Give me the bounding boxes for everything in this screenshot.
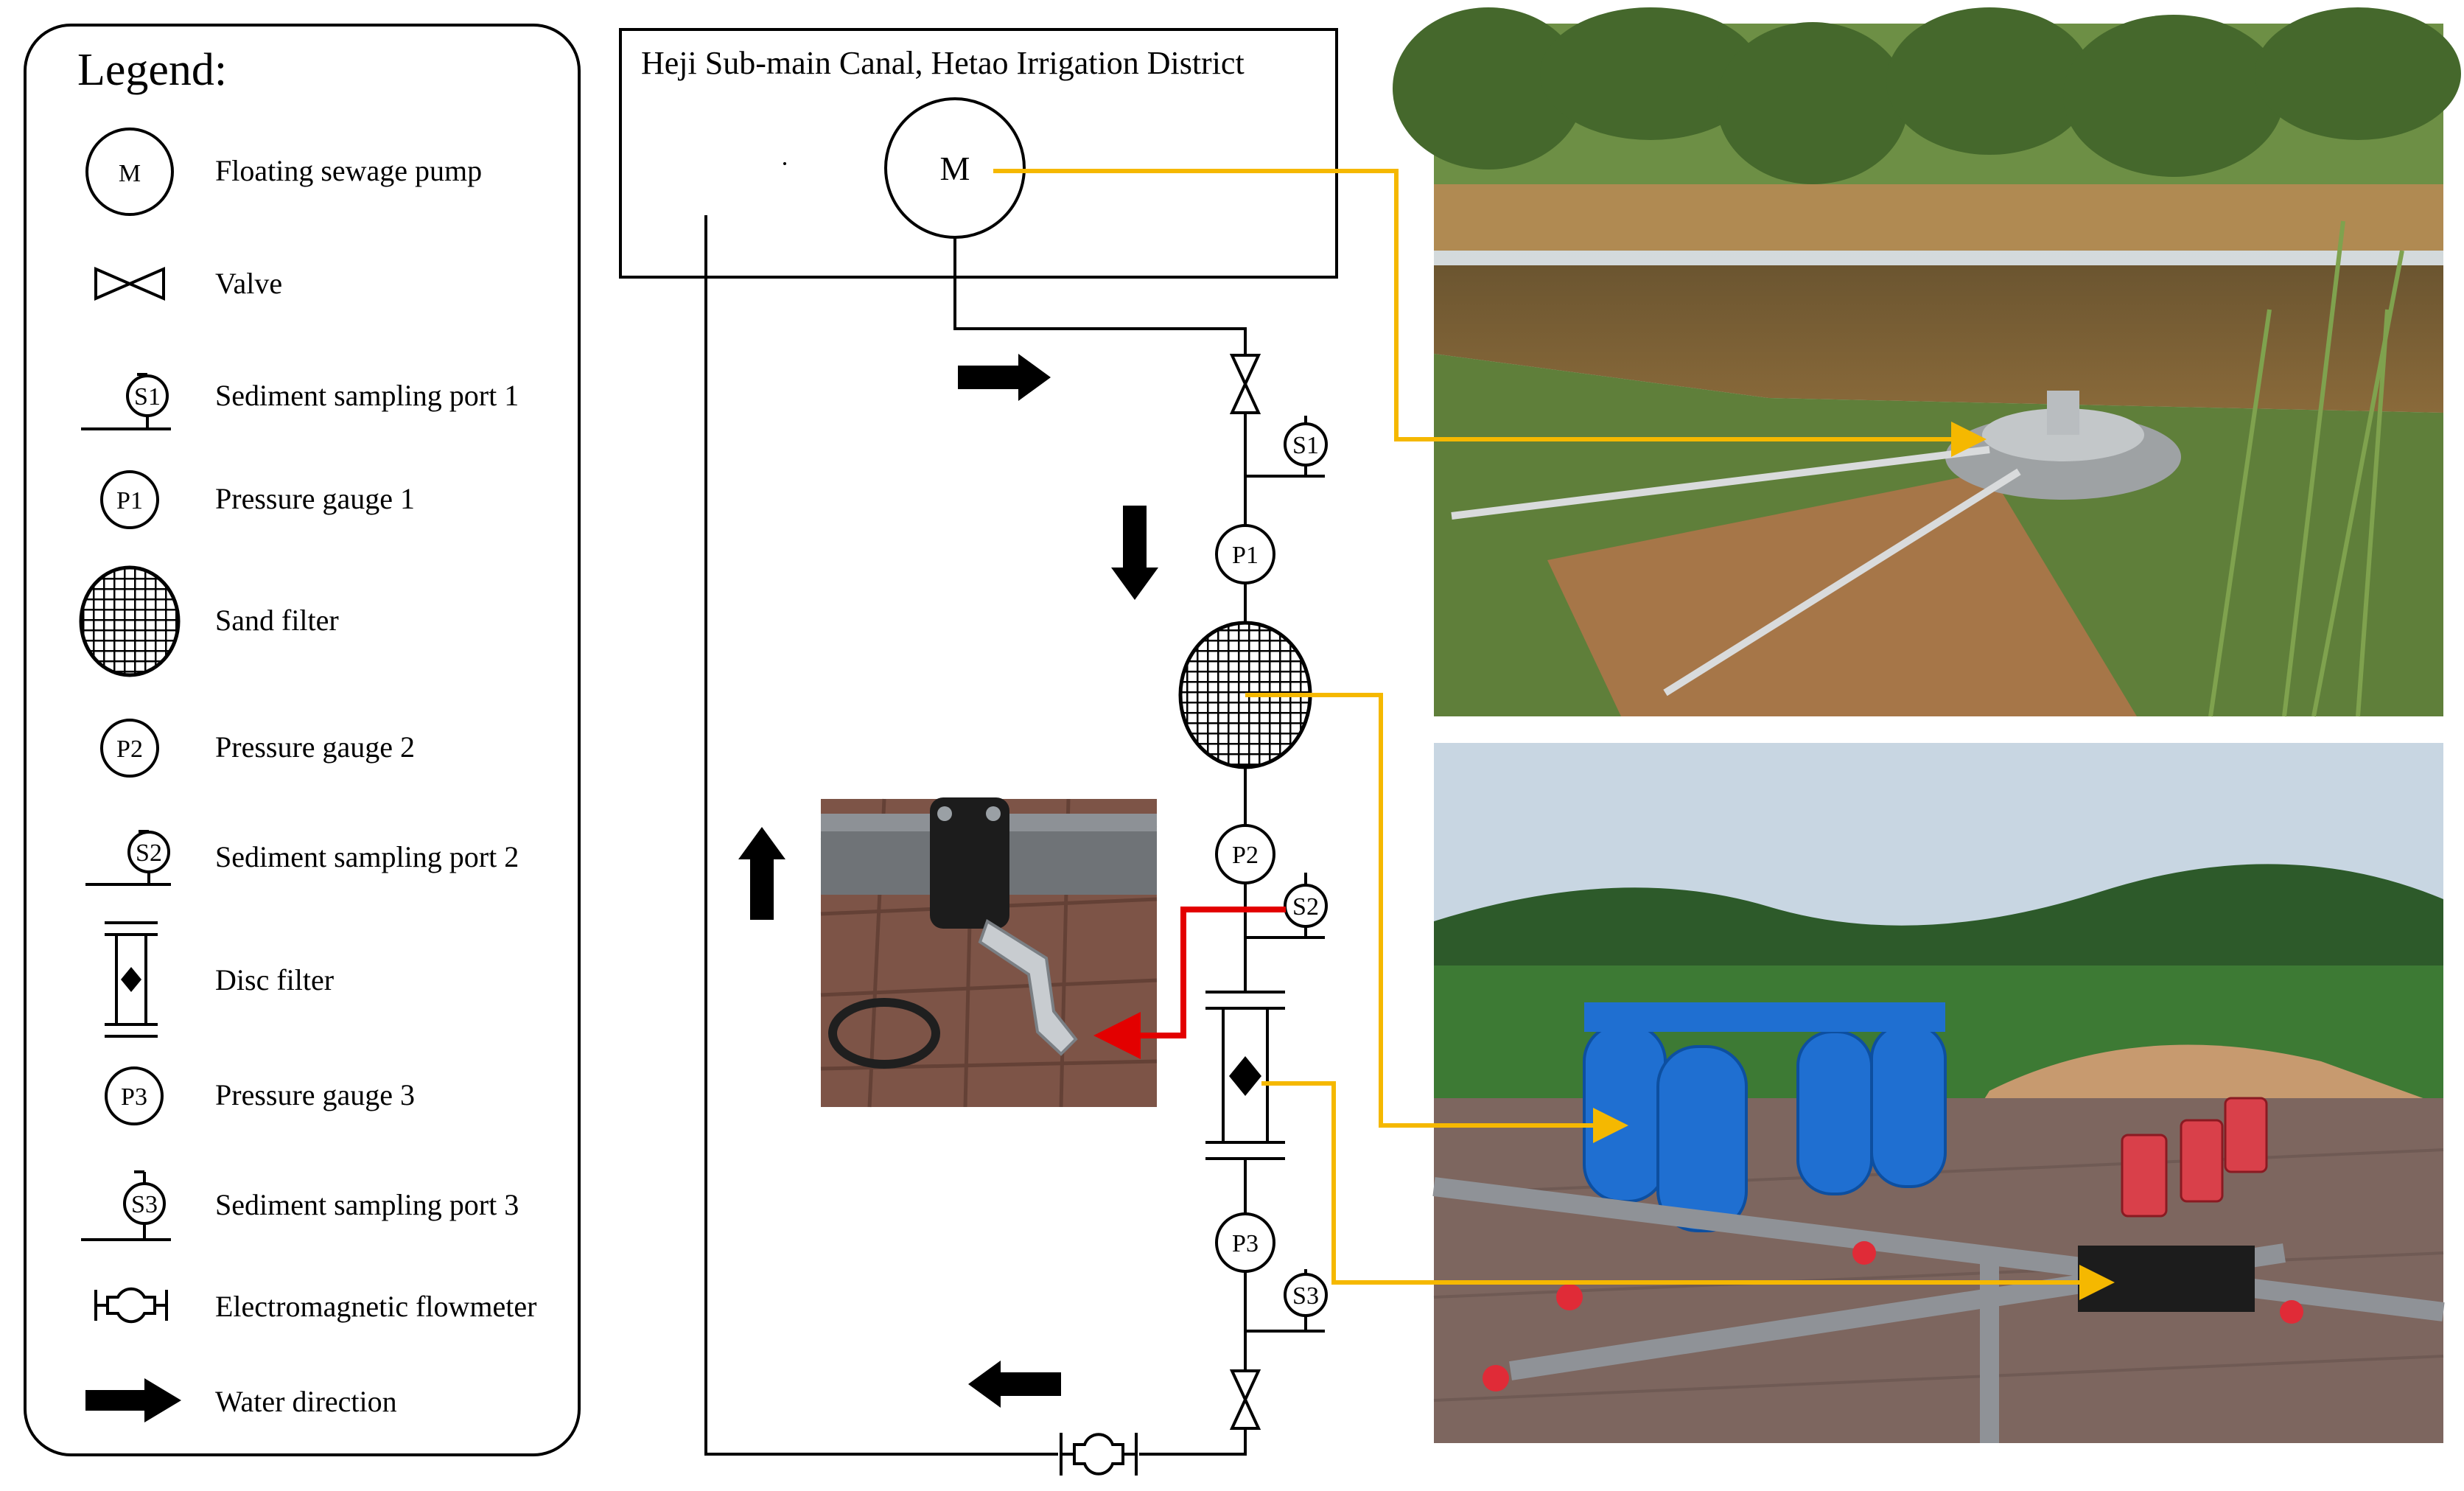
filter-station-photo (1432, 743, 2445, 1443)
callout-disc-filter (1261, 1081, 2115, 1300)
legend-label-water-direction: Water direction (215, 1385, 397, 1418)
p2-node-label: P2 (1232, 842, 1259, 869)
canal-title: Heji Sub-main Canal, Hetao Irrigation Di… (641, 45, 1245, 81)
flowmeter-symbol (106, 1287, 156, 1324)
p1-node (1215, 524, 1275, 584)
legend-panel: Legend: M Floating sewage pump Valve S1 … (24, 24, 581, 1456)
water-direction-arrow-symbol (85, 1378, 181, 1422)
s1-symbol-text: S1 (134, 383, 161, 411)
p3-node (1215, 1212, 1275, 1273)
s3-node (1284, 1273, 1328, 1317)
legend-item-pump: M Floating sewage pump (85, 128, 482, 216)
canal-box: Heji Sub-main Canal, Hetao Irrigation Di… (619, 28, 1338, 279)
legend-label-p1: Pressure gauge 1 (215, 482, 415, 515)
legend-label-s3: Sediment sampling port 3 (215, 1188, 519, 1221)
s2-node-label: S2 (1292, 893, 1319, 921)
canal-photo (1393, 7, 2461, 717)
p1-node-label: P1 (1232, 542, 1259, 569)
s3-node-label: S3 (1292, 1282, 1319, 1310)
legend-item-disc-filter: Disc filter (105, 921, 334, 1038)
disc-filter-node (1205, 991, 1285, 1160)
s1-node-label: S1 (1292, 432, 1319, 459)
legend-item-valve: Valve (94, 266, 282, 301)
legend-item-water-direction: Water direction (85, 1378, 397, 1422)
legend-item-flowmeter: Electromagnetic flowmeter (94, 1287, 536, 1324)
legend-item-p3: P3 Pressure gauge 3 (105, 1066, 415, 1125)
legend-label-valve: Valve (215, 267, 282, 300)
legend-item-p1: P1 Pressure gauge 1 (100, 470, 415, 529)
pump-symbol (85, 128, 174, 216)
legend-label-p3: Pressure gauge 3 (215, 1078, 415, 1111)
s2-node (1284, 884, 1328, 928)
legend-item-sand-filter: Sand filter (79, 565, 339, 677)
legend-label-s1: Sediment sampling port 1 (215, 379, 519, 412)
p3-node-label: P3 (1232, 1230, 1259, 1257)
flow-arrow-left (968, 1361, 1061, 1408)
callout-sand-filter (1245, 693, 1628, 1143)
flowmeter-node (1060, 1433, 1138, 1476)
flow-arrow-down (1111, 506, 1158, 600)
s2-symbol (127, 831, 170, 873)
callout-pump (993, 169, 1987, 457)
pump-node-label: M (940, 150, 970, 187)
p2-symbol (100, 719, 159, 778)
s2-symbol-text: S2 (136, 839, 162, 867)
valve-bottom (1229, 1369, 1261, 1430)
valve-symbol (94, 266, 165, 301)
legend-item-s1: S1 Sediment sampling port 1 (81, 373, 519, 430)
p1-symbol-text: P1 (116, 487, 143, 514)
p2-symbol-text: P2 (116, 736, 143, 763)
legend-item-p2: P2 Pressure gauge 2 (100, 719, 415, 778)
p3-symbol (105, 1066, 164, 1125)
sand-filter-symbol (79, 565, 181, 677)
p1-symbol (100, 470, 159, 529)
legend-label-s2: Sediment sampling port 2 (215, 840, 519, 873)
legend-item-s3: S3 Sediment sampling port 3 (81, 1170, 519, 1241)
legend-label-disc-filter: Disc filter (215, 963, 334, 996)
legend-label-flowmeter: Electromagnetic flowmeter (215, 1290, 536, 1323)
s3-symbol-text: S3 (131, 1191, 158, 1218)
legend-item-s2: S2 Sediment sampling port 2 (85, 830, 519, 886)
s1-symbol (126, 374, 169, 417)
valve-top (1229, 354, 1261, 414)
pump-symbol-letter: M (119, 160, 141, 187)
p2-node (1215, 824, 1275, 884)
legend-title: Legend: (77, 45, 227, 95)
callout-lines (993, 169, 2115, 1300)
legend-label-sand-filter: Sand filter (215, 604, 339, 637)
sampling-port-photo (820, 797, 1158, 1108)
flow-arrow-right (958, 354, 1051, 401)
p3-symbol-text: P3 (121, 1083, 147, 1111)
s1-node (1284, 422, 1328, 467)
callout-sampling-port (1093, 907, 1286, 1059)
s3-symbol (123, 1182, 166, 1225)
legend-label-p2: Pressure gauge 2 (215, 730, 415, 764)
flow-arrow-up (738, 827, 785, 920)
legend-label-pump: Floating sewage pump (215, 154, 482, 187)
